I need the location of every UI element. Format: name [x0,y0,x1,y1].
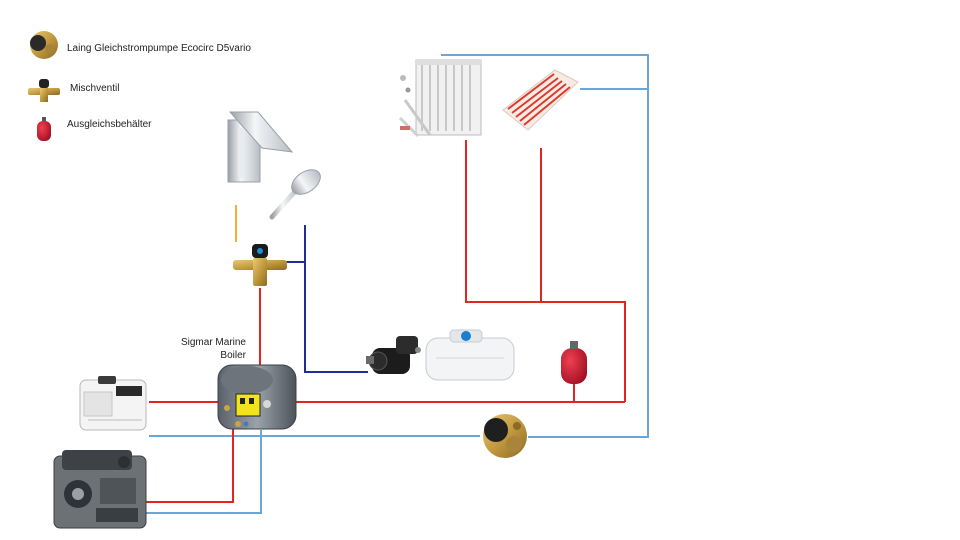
expansion-tank-main [561,341,587,384]
hot-pipe-engine [140,425,234,503]
mixer-valve-icon [28,79,60,102]
engine-icon [53,450,147,529]
cold-pipe-main [304,225,368,373]
legend-pump-label: Laing Gleichstrompumpe Ecocirc D5vario [67,43,251,54]
boiler-icon [217,364,297,430]
hot-pipe-loop [465,140,626,402]
return-pipe-radiator [441,54,649,438]
mixer-valve-main [233,244,287,286]
water-pump-icon [366,336,421,374]
water-tank-icon [425,329,515,381]
boiler-label: Sigmar Marine Boiler [150,336,246,362]
circulation-pump-main [483,414,527,458]
shower-head-icon [269,169,321,220]
legend-mixer-label: Mischventil [70,83,120,94]
expansion-tank-icon [37,117,51,141]
boiler-label-line1: Sigmar Marine [180,337,246,348]
legend-tank-label: Ausgleichsbehälter [67,119,152,130]
hot-pipes [140,140,626,503]
faucet-icon [227,111,294,183]
floor-heating-icon [502,69,579,131]
return-pipes [140,54,649,514]
radiator-icon [398,59,482,138]
diesel-heater-icon [79,376,147,431]
return-pipe-engine [140,430,262,514]
boiler-label-line2: Boiler [220,350,246,361]
pump-icon [30,31,58,59]
cold-water-pipes [284,225,368,373]
